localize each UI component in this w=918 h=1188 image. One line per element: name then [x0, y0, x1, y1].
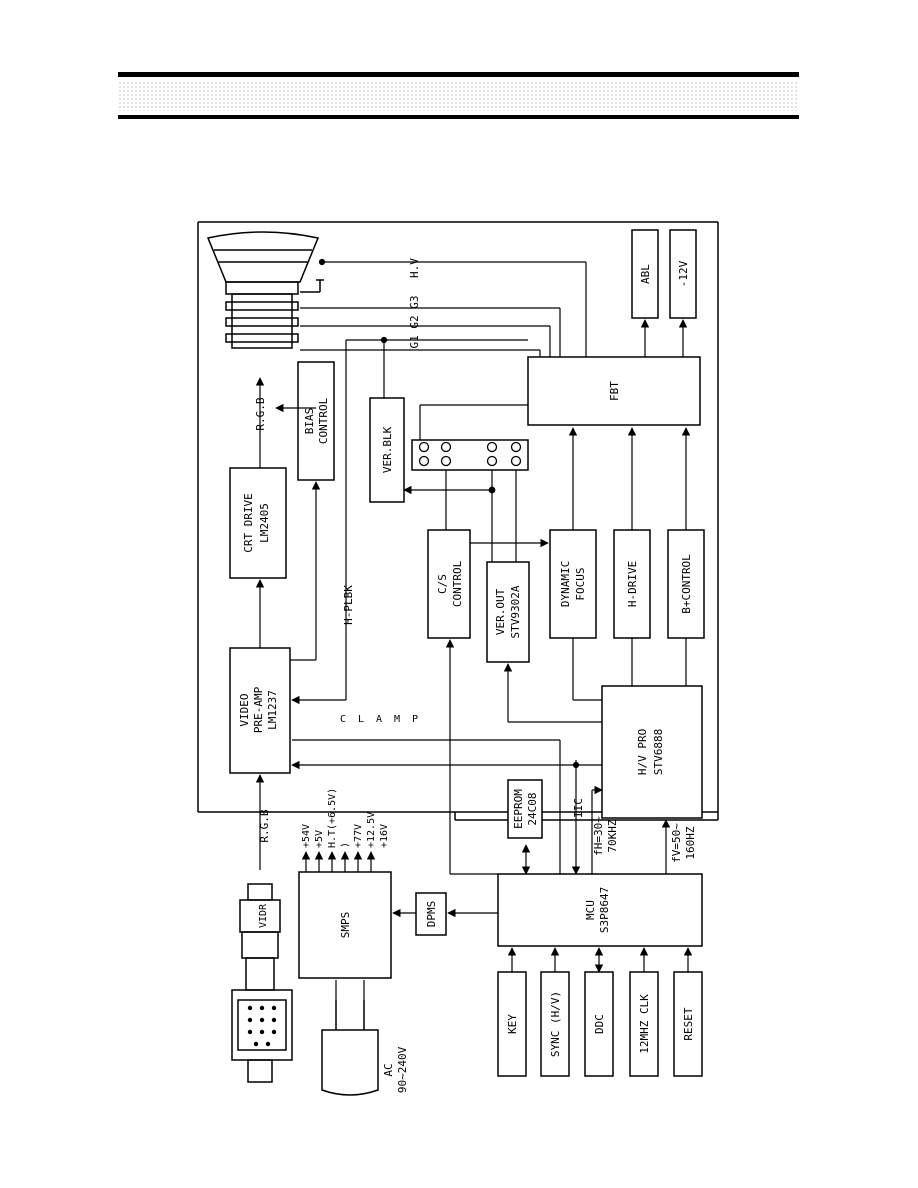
fh-label-1: fH=30~ — [592, 816, 605, 856]
clk-label: 12MHZ CLK — [638, 994, 651, 1054]
b-control-block — [667, 529, 705, 639]
smps-output-label: +5V — [314, 830, 325, 848]
eeprom-block — [507, 779, 543, 839]
bias-control-block — [297, 361, 335, 481]
cs-control-label-2: CONTROL — [451, 560, 464, 607]
sync-label: SYNC (H/V) — [549, 991, 562, 1057]
sync-block — [540, 971, 570, 1077]
smps-block — [298, 871, 392, 979]
fv-label-1: fV=50~ — [670, 823, 683, 863]
crt-drive-block — [229, 467, 287, 579]
g1g2g3-label: G1 G2 G3 — [408, 296, 421, 349]
mcu-block — [497, 873, 703, 947]
smps-output-label: ) — [340, 842, 351, 848]
page-header — [118, 72, 799, 119]
bias-control-label-2: CONTROL — [317, 397, 330, 444]
vga-cable-label: VIDR — [258, 903, 269, 928]
crt-drive-label-1: CRT DRIVE — [242, 493, 255, 553]
video-preamp-label-1: VIDEO — [238, 693, 251, 726]
mcu-label-1: MCU — [584, 900, 597, 920]
connector-strip — [411, 439, 529, 471]
fbt-block — [527, 356, 701, 426]
dynamic-focus-block — [549, 529, 597, 639]
fv-label-2: 160HZ — [684, 826, 697, 859]
ver-out-block — [486, 561, 530, 663]
fh-label-2: 70KHZ — [606, 819, 619, 852]
abl-block — [631, 229, 659, 319]
ddc-label: DDC — [593, 1014, 606, 1034]
smps-output-label: +16V — [379, 824, 390, 848]
ver-out-label-1: VER.OUT — [494, 588, 507, 635]
rgb-label-top: R.G.B — [254, 397, 267, 430]
header-top-rule — [118, 72, 799, 77]
connector-pins — [418, 441, 522, 467]
b-control-label: B+CONTROL — [680, 554, 693, 614]
mcu-label-2: S3P8647 — [598, 887, 611, 933]
hv-pro-label-1: H/V PRO — [636, 729, 649, 775]
ac-label-1: AC — [382, 1063, 395, 1076]
ver-out-label-2: STV9302A — [509, 585, 522, 638]
smps-label: SMPS — [339, 912, 352, 939]
clamp-letter: C — [340, 714, 346, 725]
video-preamp-label-3: LM1237 — [266, 690, 279, 730]
video-preamp-block — [229, 647, 291, 774]
video-preamp-label-2: PRE-AMP — [252, 686, 265, 733]
vga-pins — [247, 1005, 277, 1047]
smps-output-label: +54V — [301, 824, 312, 848]
dynamic-focus-label-2: FOCUS — [574, 567, 587, 600]
clamp-letter: A — [376, 714, 382, 725]
header-bottom-rule — [118, 115, 799, 119]
crt-drive-label-2: LM2405 — [258, 503, 271, 543]
clamp-letter: L — [358, 714, 364, 725]
vga-connector — [231, 883, 293, 1083]
hv-pro-block — [601, 685, 703, 819]
reset-block — [673, 971, 703, 1077]
ddc-block — [584, 971, 614, 1077]
ac-plug — [321, 1000, 379, 1096]
ver-blk-label: VER.BLK — [381, 426, 394, 473]
fbt-label: FBT — [608, 381, 621, 401]
eeprom-label-2: 24C08 — [526, 792, 539, 825]
hv-pro-label-2: STV6888 — [652, 729, 665, 775]
abl-label: ABL — [639, 264, 652, 284]
dynamic-focus-label-1: DYNAMIC — [559, 561, 572, 607]
smps-output-label: +77V — [353, 824, 364, 848]
signal-wires — [255, 258, 693, 1000]
crt-tube — [206, 231, 324, 349]
ver-blk-block — [369, 397, 405, 503]
dpms-label: DPMS — [425, 901, 438, 928]
h-plbk-label: H-PLBK — [342, 585, 355, 625]
h-drive-label: H-DRIVE — [626, 561, 639, 607]
cs-control-block — [427, 529, 471, 639]
key-label: KEY — [506, 1014, 519, 1034]
clamp-letter: P — [412, 714, 418, 725]
clamp-letter: M — [394, 714, 400, 725]
dpms-block — [415, 892, 447, 936]
minus-12v-label: -12V — [677, 260, 690, 287]
minus-12v-block — [669, 229, 697, 319]
hv-label: H.V — [408, 258, 421, 278]
smps-output-label: +12.5V — [366, 812, 377, 848]
bias-control-label-1: BIAS — [303, 408, 316, 435]
ac-label-2: 90~240V — [396, 1046, 409, 1093]
rgb-label-bottom: R.G.B — [258, 809, 271, 842]
eeprom-label-1: EEPROM — [512, 789, 525, 829]
cs-control-label-1: C/S — [436, 574, 449, 594]
iic-label: IIC — [572, 798, 585, 818]
reset-label: RESET — [682, 1007, 695, 1040]
header-dotted-band — [118, 81, 799, 111]
smps-output-label: H.T(+6.5V) — [327, 788, 338, 848]
